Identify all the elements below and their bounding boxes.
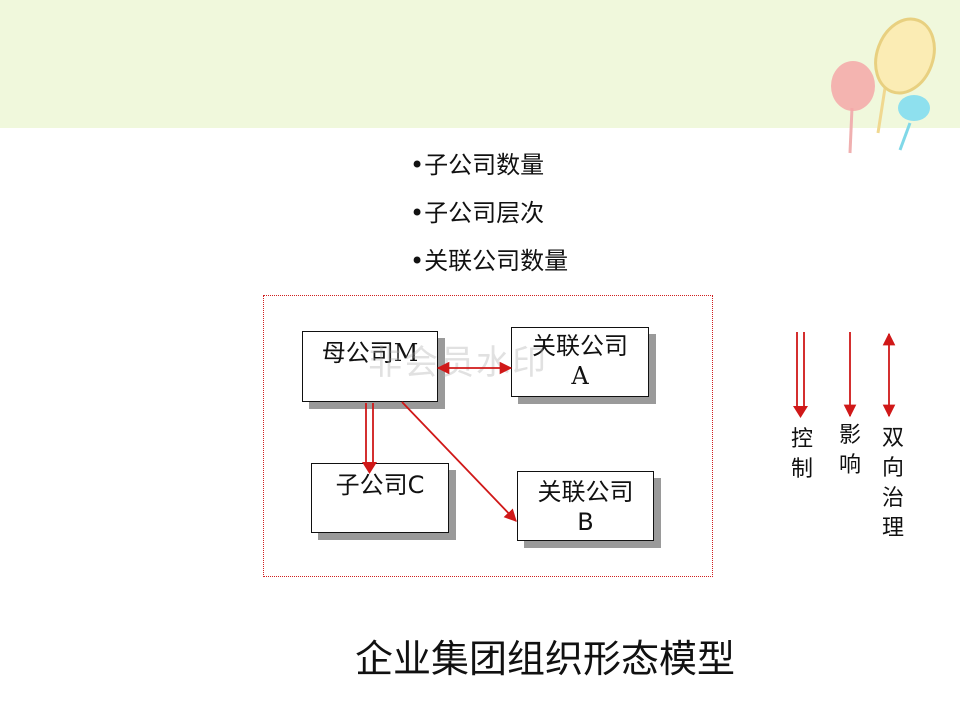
affiliate-a-label: 关联公司 (532, 332, 628, 360)
legend-influence-label: 影 响 (838, 423, 861, 478)
subsidiary-c-box: 子公司C (311, 463, 449, 533)
parent-company-label: 母公司M (321, 339, 419, 367)
affiliate-a-box: 关联公司 A (511, 327, 649, 397)
affiliate-b-letter: B (577, 508, 594, 536)
watermark: 非会员水印 (368, 343, 548, 383)
legend-bidirectional-label: 双 向 治 理 (881, 426, 904, 541)
bullet-item: •关联公司数量 (410, 247, 569, 275)
balloons-decoration (831, 17, 936, 154)
affiliate-a-letter: A (571, 362, 589, 390)
parent-company-box: 母公司M (302, 331, 438, 402)
subsidiary-c-label: 子公司C (335, 471, 425, 499)
bullet-item: •子公司数量 (410, 151, 545, 179)
slide-title: 企业集团组织形态模型 (354, 637, 735, 681)
legend-control-arrowhead (793, 406, 808, 418)
bullet-list: •子公司数量 •子公司层次 •关联公司数量 (410, 150, 568, 294)
diagram-frame (263, 295, 713, 577)
header-band (0, 0, 960, 128)
affiliate-b-box: 关联公司 B (517, 471, 654, 541)
affiliate-b-label: 关联公司 (537, 478, 634, 506)
bullet-item: •子公司层次 (410, 199, 545, 227)
legend-control-label: 控 制 (790, 427, 813, 482)
